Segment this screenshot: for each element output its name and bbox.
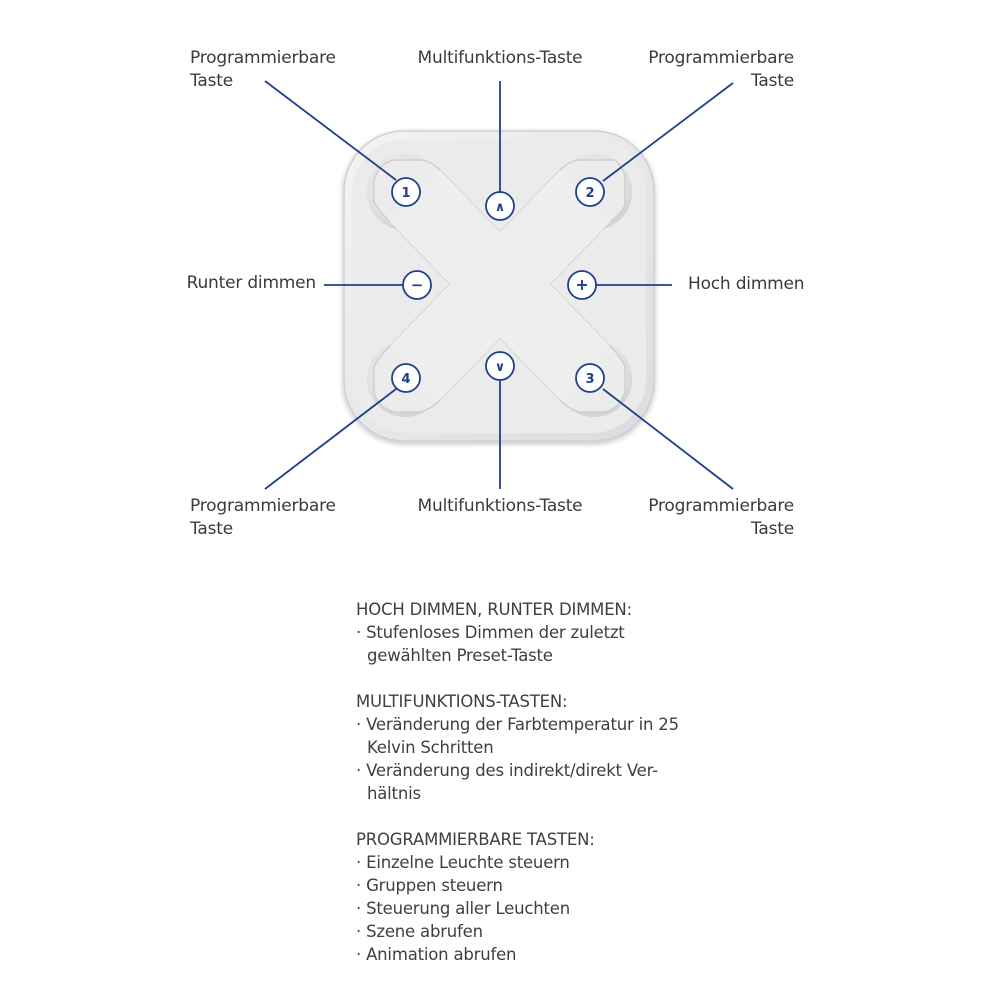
callout-line-top-right: [602, 82, 734, 182]
button-2-label: 2: [585, 186, 594, 201]
button-4-marker[interactable]: [391, 363, 421, 393]
list-item: · Steuerung aller Leuchten: [356, 899, 570, 918]
callout-top-left: Programmierbare Taste: [190, 48, 336, 91]
callout-top-center: Multifunktions-Taste: [417, 48, 583, 68]
list-item: · Gruppen steuern: [356, 876, 503, 895]
list-item: · Stufenloses Dimmen der zuletzt gewählt…: [356, 623, 625, 665]
section-dimming: HOCH DIMMEN, RUNTER DIMMEN: · Stufenlose…: [356, 598, 679, 667]
callout-left: Runter dimmen: [186, 273, 317, 293]
button-2-marker[interactable]: [575, 177, 605, 207]
list-item: · Szene abrufen: [356, 922, 483, 941]
list-item: · Veränderung des indirekt/direkt Ver- h…: [356, 761, 658, 803]
callout-line-bottom-left: [264, 388, 397, 490]
section-title: MULTIFUNKTIONS-TASTEN:: [356, 692, 568, 711]
remote-diagram: 1 2 3 4 ∧ ∨ − +: [264, 80, 734, 490]
callout-line-top-left: [264, 80, 397, 181]
button-1-marker[interactable]: [391, 177, 421, 207]
section-multifunction: MULTIFUNKTIONS-TASTEN: · Veränderung der…: [356, 690, 679, 805]
section-title: PROGRAMMIERBARE TASTEN:: [356, 830, 595, 849]
callout-bottom-center: Multifunktions-Taste: [417, 496, 583, 516]
x-center-inner: [390, 170, 610, 400]
list-item: · Animation abrufen: [356, 945, 517, 964]
button-minus-marker[interactable]: [402, 270, 432, 300]
button-3-label: 3: [585, 372, 594, 387]
callout-top-right: Programmierbare Taste: [648, 48, 794, 91]
callout-lines: [264, 80, 734, 490]
button-1-label: 1: [401, 186, 410, 201]
callout-line-bottom-right: [602, 388, 734, 490]
button-minus-label: −: [411, 276, 424, 294]
list-item: · Veränderung der Farbtemperatur in 25 K…: [356, 715, 679, 757]
button-plus-label: +: [575, 275, 588, 294]
button-plus-marker[interactable]: [567, 270, 597, 300]
button-up-label: ∧: [495, 200, 506, 215]
button-up-marker[interactable]: [485, 191, 515, 221]
button-down-label: ∨: [495, 360, 506, 375]
button-down-marker[interactable]: [485, 351, 515, 381]
section-title: HOCH DIMMEN, RUNTER DIMMEN:: [356, 600, 632, 619]
callout-right: Hoch dimmen: [688, 274, 805, 294]
description: HOCH DIMMEN, RUNTER DIMMEN: · Stufenlose…: [356, 598, 679, 989]
callout-bottom-left: Programmierbare Taste: [190, 496, 336, 539]
section-programmable: PROGRAMMIERBARE TASTEN: · Einzelne Leuch…: [356, 828, 679, 966]
button-4-label: 4: [401, 372, 410, 387]
button-3-marker[interactable]: [575, 363, 605, 393]
callout-bottom-right: Programmierbare Taste: [648, 496, 794, 539]
list-item: · Einzelne Leuchte steuern: [356, 853, 570, 872]
